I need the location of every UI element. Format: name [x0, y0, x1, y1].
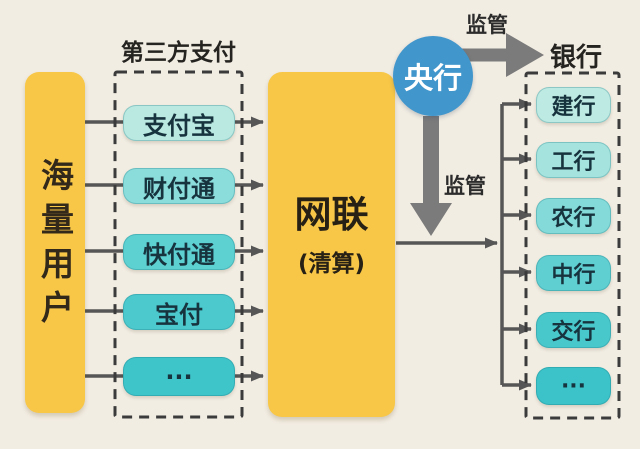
node-icbc: 工行 [536, 142, 611, 178]
banks-group-border [524, 71, 621, 420]
node-baofu: 宝付 [123, 294, 235, 330]
node-tenpay: 财付通 [123, 168, 235, 204]
banks-title: 银行 [549, 43, 602, 73]
clearing-name: 网联 [294, 192, 369, 236]
supervision-arrow-down [410, 116, 452, 236]
clearing-to-banks-connector [396, 98, 532, 391]
users-bar: 海量用户 [25, 72, 85, 413]
node-ccb: 建行 [536, 87, 611, 123]
supervision-label-top: 监管 [466, 13, 508, 37]
users-bar-label: 海量用户 [35, 157, 75, 334]
third-party-title: 第三方支付 [121, 40, 236, 66]
central-bank-label: 央行 [403, 61, 462, 95]
third-party-group-border [113, 70, 244, 419]
central-bank-circle: 央行 [393, 36, 473, 116]
clearing-box: 网联 (清算) [268, 72, 395, 417]
node-banks-more: ··· [536, 367, 611, 405]
node-bocom: 交行 [536, 312, 611, 348]
clearing-subtitle: (清算) [297, 250, 366, 277]
node-abc: 农行 [536, 198, 611, 234]
node-kuaifutong: 快付通 [123, 234, 235, 270]
supervision-arrow-right [450, 33, 544, 77]
supervision-label-down: 监管 [444, 174, 486, 198]
node-alipay: 支付宝 [123, 105, 235, 141]
node-boc: 中行 [536, 255, 611, 291]
node-third-party-more: ··· [123, 357, 235, 396]
